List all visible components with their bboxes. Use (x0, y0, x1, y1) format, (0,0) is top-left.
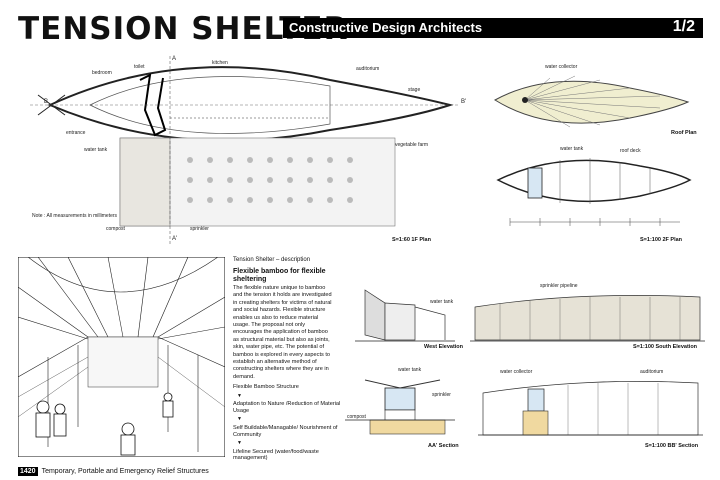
label-toilet: toilet (134, 64, 145, 70)
south-elevation-caption: S=1:100 South Elevation (633, 344, 698, 350)
flow-step: Self Buildable/Managable/ Nourishment of… (233, 424, 338, 438)
flow-arrow-icon: ▼ (237, 440, 242, 447)
west-elevation-drawing (355, 289, 455, 342)
description-heading: Flexible bamboo for flexible sheltering (233, 268, 326, 283)
label-compost: compost (106, 226, 125, 232)
bb-label-auditorium: auditorium (640, 369, 664, 375)
west-label-water-tank: water tank (430, 299, 454, 305)
firm-name: Constructive Design Architects (289, 20, 483, 35)
label-vegetable-farm: vegetable farm (395, 142, 429, 148)
roof-label: water collector (545, 64, 578, 70)
aa-label-sprinkler: sprinkler (432, 392, 451, 398)
label-sprinkler: sprinkler (190, 226, 209, 232)
aa-label-water-tank: water tank (398, 367, 422, 373)
footer-text: Temporary, Portable and Emergency Relief… (41, 468, 209, 475)
flow-step: Lifeline Secured (water/food/waste manag… (233, 448, 319, 462)
label-water-tank: water tank (84, 147, 108, 153)
plan-1f-note: Note : All measurements in millimeters (32, 213, 118, 219)
plan-2f-label-water-tank: water tank (560, 146, 584, 152)
label-auditorium: auditorium (356, 66, 380, 72)
label-stage: stage (408, 87, 421, 93)
concept-flow: Flexible Bamboo Structure ▼ Adaptation t… (233, 384, 343, 464)
label-entrance: entrance (66, 130, 86, 136)
plan-2f-label-roof-deck: roof deck (620, 148, 641, 154)
page-number: 1/2 (672, 18, 695, 35)
description-paragraph: The flexible nature unique to bamboo and… (233, 285, 332, 380)
plan-1f-mark-b: B (44, 99, 49, 105)
roof-caption: Roof Plan (671, 130, 697, 136)
header-bar: Constructive Design Architects 1/2 (283, 18, 703, 38)
aa-label-compost: compost (347, 414, 366, 420)
footer-page-number: 1420 (18, 467, 38, 476)
plan-1f-mark-a-prime: A' (172, 236, 178, 242)
plan-1f-mark-a: A (172, 56, 177, 62)
south-elevation-drawing (470, 295, 705, 342)
plan-1f-caption: S=1:60 1F Plan (392, 237, 431, 243)
label-bedroom: bedroom (92, 70, 112, 76)
bb-label-water-collector: water collector (500, 369, 533, 375)
description-title: Tension Shelter – description (233, 257, 311, 263)
plan-1f-mark-b-prime: B' (461, 99, 467, 105)
interior-sketch (18, 257, 225, 457)
aa-section-caption: AA' Section (428, 443, 459, 449)
flow-step: Adaptation to Nature /Reduction of Mater… (233, 401, 341, 414)
roof-plan-drawing (494, 75, 690, 128)
flow-arrow-icon: ▼ (237, 416, 242, 423)
plan-2f-caption: S=1:100 2F Plan (640, 237, 683, 243)
bb-section-drawing (478, 381, 703, 436)
flow-arrow-icon: ▼ (237, 392, 242, 399)
flow-step: Flexible Bamboo Structure (233, 384, 299, 390)
bb-section-caption: S=1:100 BB' Section (645, 443, 699, 449)
plan-1f-drawing (30, 56, 460, 245)
plan-2f-drawing (496, 158, 692, 226)
west-elevation-caption: West Elevation (424, 344, 464, 350)
label-kitchen: kitchen (212, 60, 228, 66)
south-label-sprinkler-pipeline: sprinkler pipeline (540, 283, 578, 289)
aa-section-drawing (345, 379, 455, 435)
